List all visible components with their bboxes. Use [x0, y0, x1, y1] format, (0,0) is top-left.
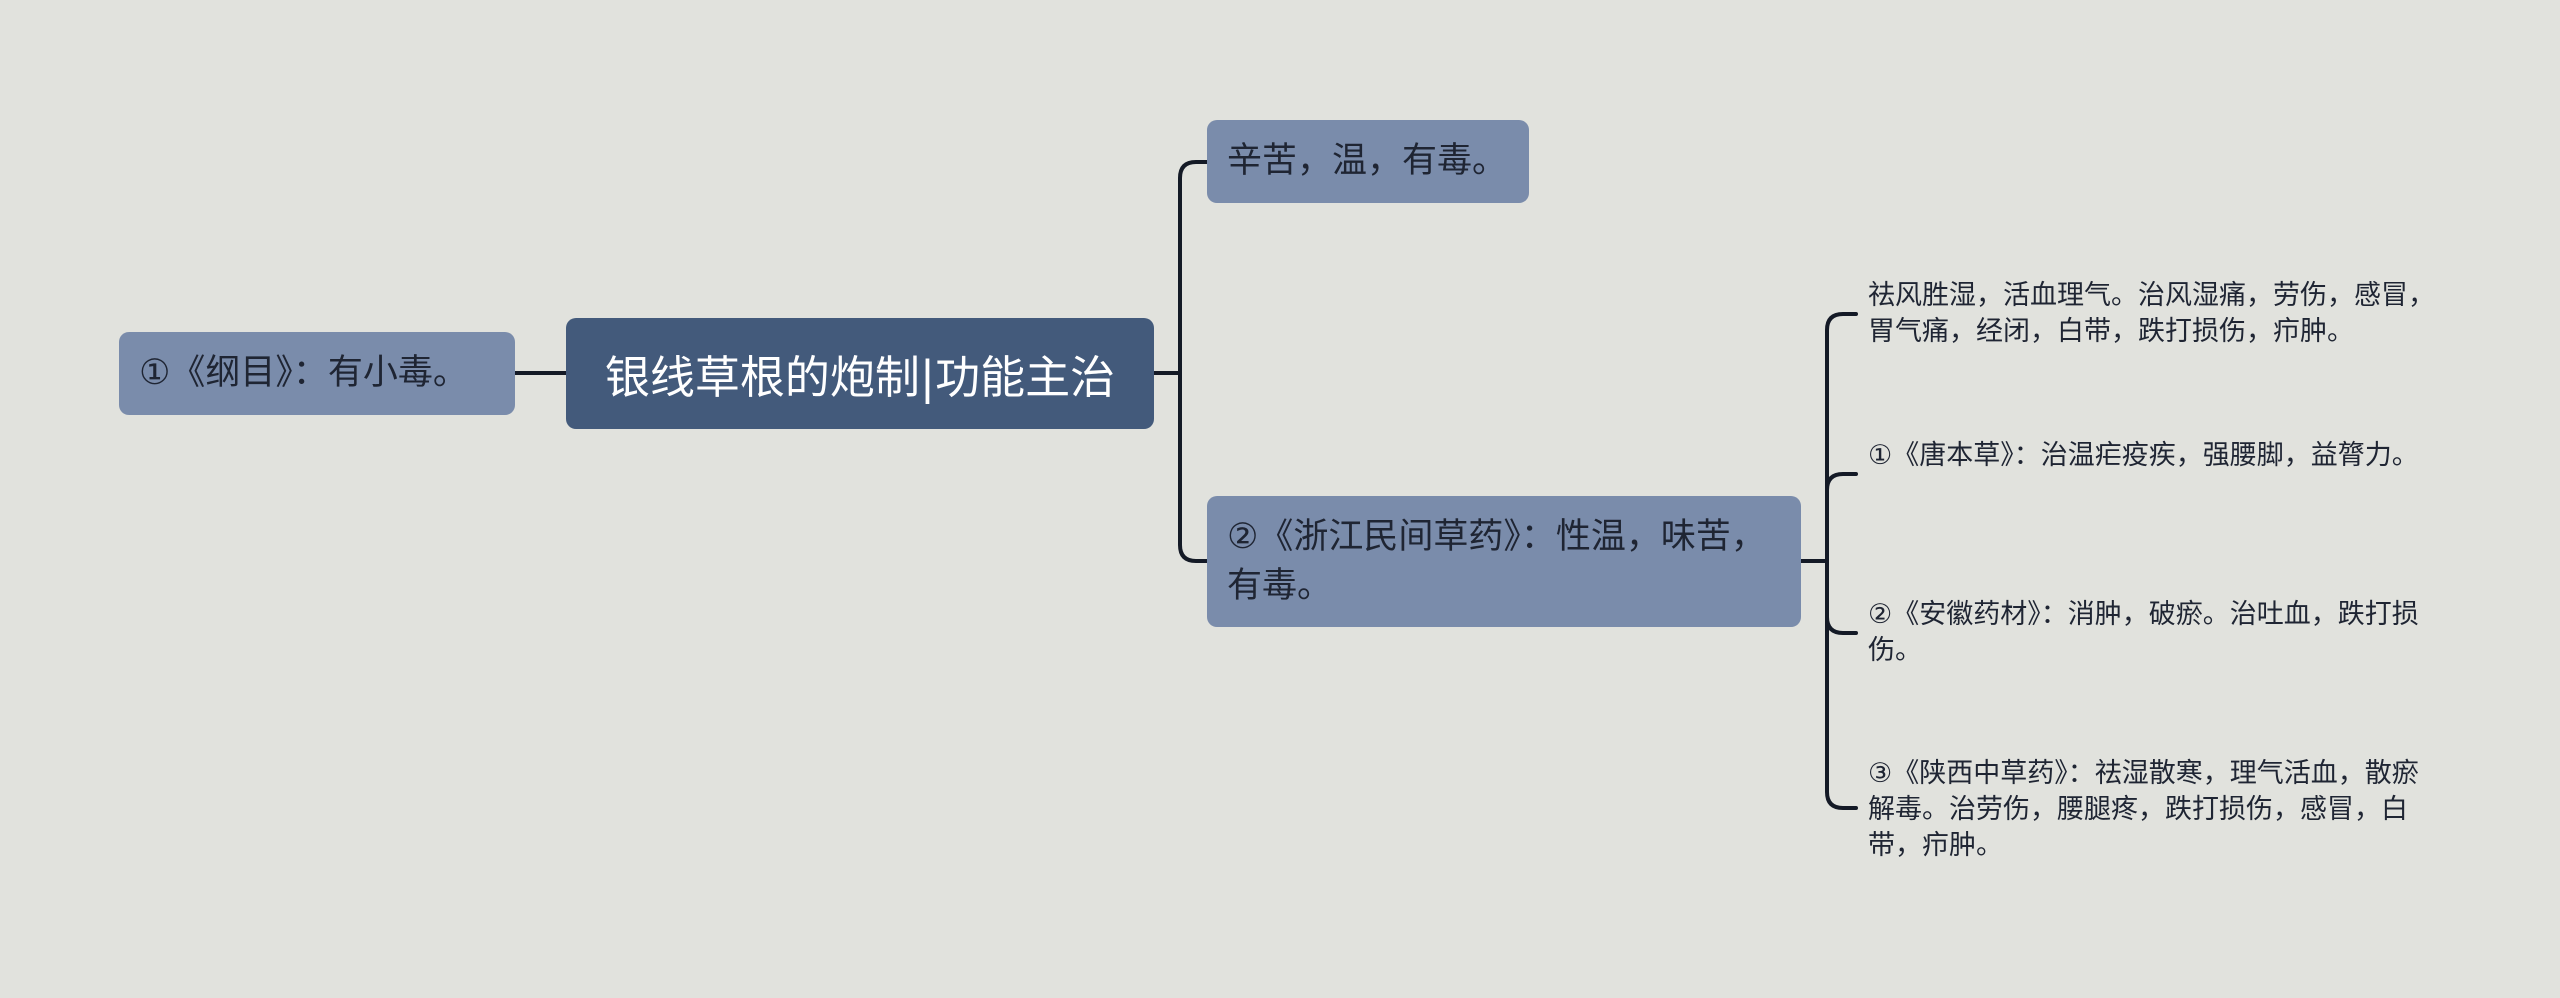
- leaf-node-2[interactable]: ①《唐本草》：治温疟疫疾，强腰脚，益膂力。: [1868, 440, 2419, 471]
- right-branch-1-label: 辛苦，温，有毒。: [1227, 141, 1508, 181]
- leaf-node-3[interactable]: ②《安徽药材》：消肿，破瘀。治吐血，跌打损伤。: [1868, 599, 2419, 666]
- left-branch-node[interactable]: ①《纲目》：有小毒。: [119, 332, 515, 415]
- root-node-label: 银线草根的炮制|功能主治: [604, 351, 1116, 404]
- connector-right-branch-2: [1178, 371, 1209, 563]
- leaf-node-1[interactable]: 祛风胜湿，活血理气。治风湿痛，劳伤，感冒，胃气痛，经闭，白带，跌打损伤，疖肿。: [1868, 280, 2435, 347]
- connector-leaf-1: [1825, 312, 1858, 563]
- leaf-node-4[interactable]: ③《陕西中草药》：祛湿散寒，理气活血，散瘀解毒。治劳伤，腰腿疼，跌打损伤，感冒，…: [1868, 758, 2419, 861]
- left-branch-label: ①《纲目》：有小毒。: [139, 353, 468, 393]
- root-node[interactable]: 银线草根的炮制|功能主治: [566, 318, 1154, 429]
- connector-right-branch-1: [1178, 160, 1209, 375]
- connector-leaf-2: [1825, 472, 1858, 563]
- connector-leaf-3: [1825, 559, 1858, 635]
- right-branch-node-1[interactable]: 辛苦，温，有毒。: [1207, 120, 1529, 203]
- right-branch-node-2[interactable]: ②《浙江民间草药》：性温，味苦，有毒。: [1207, 496, 1801, 627]
- right-branch-2-label: ②《浙江民间草药》：性温，味苦，有毒。: [1227, 516, 1766, 606]
- connector-leaf-4: [1825, 559, 1858, 810]
